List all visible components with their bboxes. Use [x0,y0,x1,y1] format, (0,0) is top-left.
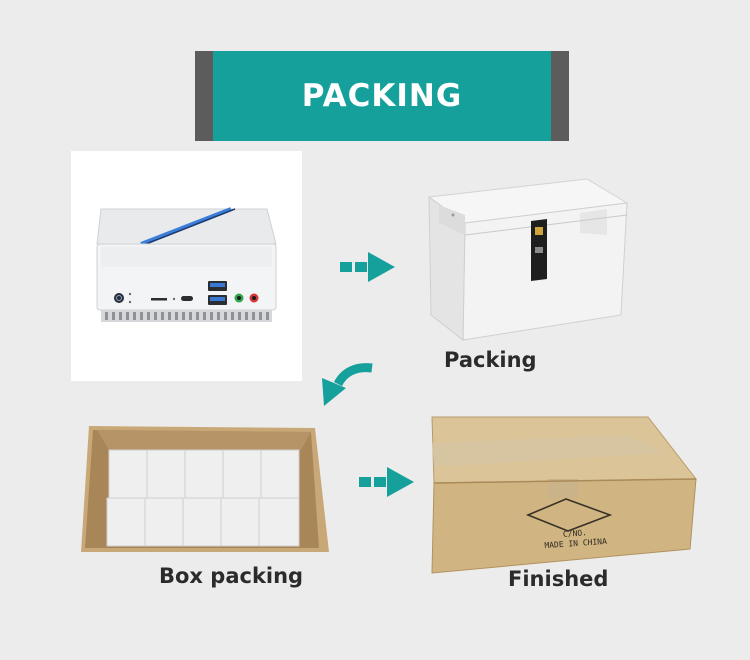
white-box-image [425,175,629,343]
arrow-right-icon [359,467,414,497]
curved-arrow-down-left-icon [322,363,373,406]
banner-inner: PACKING [213,51,551,141]
finished-carton-image: C/NO. MADE IN CHINA [428,413,700,575]
finished-label: Finished [508,567,609,591]
banner-title: PACKING [301,78,463,114]
mini-pc-image [71,151,302,381]
arrow-right-icon [340,252,395,282]
section-banner: PACKING [195,51,569,141]
box-packing-label: Box packing [159,564,304,588]
packing-label: Packing [444,348,537,372]
box-packing-image [79,422,331,554]
